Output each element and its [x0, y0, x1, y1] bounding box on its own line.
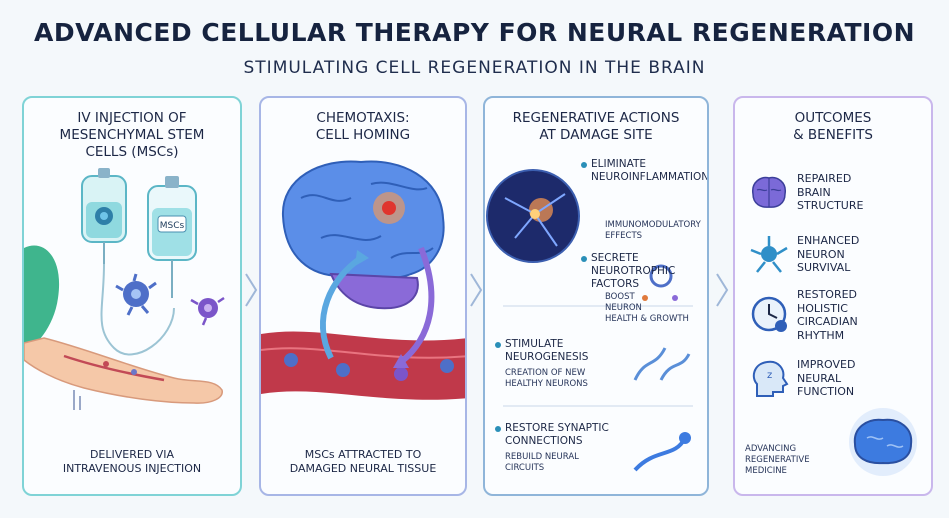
svg-text:z: z: [767, 370, 772, 381]
action-title: ELIMINATE NEUROINFLAMMATION: [591, 158, 709, 183]
stem-cell-icon: [115, 273, 225, 326]
outcomes-panel: OUTCOMES & BENEFITS REPAIRED BRAIN STRUC…: [733, 96, 933, 496]
brain-icon: [752, 176, 786, 208]
brain-icon: [281, 160, 445, 310]
action-title: SECRETE NEUROTROPHIC FACTORS: [591, 252, 676, 290]
chevron-right-icon: [245, 273, 258, 307]
iv-injection-illustration: MSCs: [24, 168, 225, 410]
injection-panel-title: IV INJECTION OF MESENCHYMAL STEM CELLS (…: [59, 110, 205, 160]
outcomes-footer: ADVANCING REGENERATIVE MEDICINE: [745, 444, 810, 476]
injection-panel-footer: DELIVERED VIA INTRAVENOUS INJECTION: [62, 448, 202, 475]
blood-vessel-shape: [261, 331, 465, 400]
new-neuron-icon: [633, 347, 691, 381]
action-title: STIMULATE NEUROGENESIS: [505, 338, 589, 363]
arm-shape: [24, 337, 223, 404]
msc-bag-icon: [147, 176, 197, 298]
outcome-label: IMPROVED NEURAL FUNCTION: [797, 358, 856, 398]
synapse-icon: [633, 436, 687, 472]
actions-panel: REGENERATIVE ACTIONS AT DAMAGE SITE ELIM…: [483, 96, 709, 496]
action-subtitle: IMMUNOMODULATORY EFFECTS: [605, 220, 701, 241]
homing-panel-footer: MSCs ATTRACTED TO DAMAGED NEURAL TISSUE: [289, 448, 437, 475]
neuron-icon: [750, 236, 788, 273]
chevron-right-icon: [716, 273, 729, 307]
chevron-right-icon: [470, 273, 483, 307]
iv-bag-icon: [81, 168, 127, 264]
msc-bag-label: MSCs: [160, 221, 185, 231]
action-bullet: [495, 342, 501, 348]
clock-icon: [751, 296, 787, 332]
head-profile-icon: z: [752, 360, 789, 397]
homing-arrow-icon: [320, 255, 363, 360]
homing-panel: CHEMOTAXIS: CELL HOMING MSCs ATTRACTED T…: [259, 96, 467, 496]
homing-panel-title: CHEMOTAXIS: CELL HOMING: [315, 110, 411, 143]
outcomes-panel-title: OUTCOMES & BENEFITS: [793, 110, 873, 143]
injection-panel: IV INJECTION OF MESENCHYMAL STEM CELLS (…: [22, 96, 242, 496]
outcome-label: REPAIRED BRAIN STRUCTURE: [797, 172, 864, 212]
sleeve-shape: [24, 245, 60, 353]
regenerative-actions-illustration: [486, 169, 693, 472]
action-subtitle: BOOST NEURON HEALTH & GROWTH: [605, 292, 689, 324]
action-subtitle: REBUILD NEURAL CIRCUITS: [505, 452, 579, 473]
action-bullet: [581, 256, 587, 262]
action-title: RESTORE SYNAPTIC CONNECTIONS: [505, 422, 609, 447]
outcome-label: RESTORED HOLISTIC CIRCADIAN RHYTHM: [797, 288, 858, 342]
page-subtitle: STIMULATING CELL REGENERATION IN THE BRA…: [243, 58, 706, 78]
return-arrow-icon: [399, 246, 435, 365]
action-bullet: [581, 162, 587, 168]
actions-panel-title: REGENERATIVE ACTIONS AT DAMAGE SITE: [512, 110, 680, 143]
action-subtitle: CREATION OF NEW HEALTHY NEURONS: [505, 368, 588, 389]
cell-homing-illustration: [261, 160, 465, 400]
action-bullet: [495, 426, 501, 432]
neurotrophic-factor-icon: [649, 264, 673, 288]
page-title: ADVANCED CELLULAR THERAPY FOR NEURAL REG…: [33, 18, 916, 47]
glowing-brain-icon: [849, 408, 917, 476]
outcome-label: ENHANCED NEURON SURVIVAL: [797, 234, 860, 274]
